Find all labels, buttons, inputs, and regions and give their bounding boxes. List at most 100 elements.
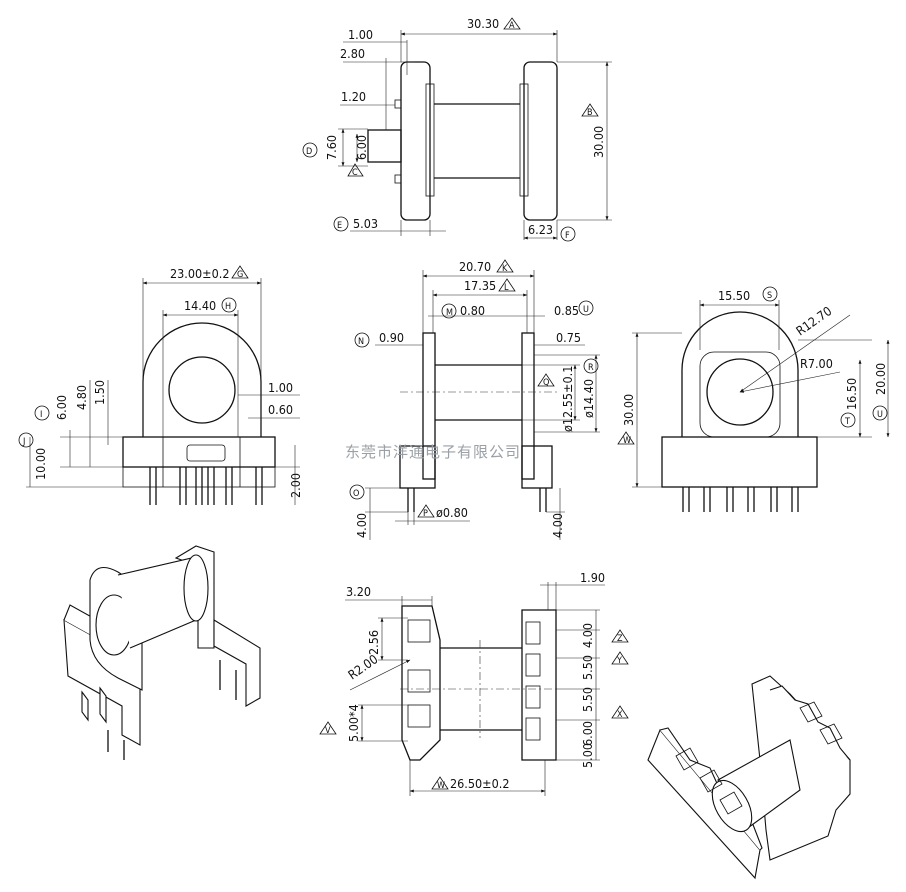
svg-text:B: B <box>587 108 593 118</box>
front-mark-g-icon <box>231 265 249 279</box>
svg-text:Z: Z <box>617 634 623 644</box>
top-dim-5-03: 5.03 <box>353 216 378 231</box>
side-mark-p-icon <box>417 504 435 518</box>
svg-text:J: J <box>22 437 25 447</box>
side-mark-u-icon <box>578 300 594 316</box>
svg-text:A: A <box>509 21 515 31</box>
top-dim-1-20: 1.20 <box>341 89 366 104</box>
top-dim-30-30: 30.30 <box>467 16 499 31</box>
bottom-left-flange <box>401 605 441 761</box>
side-dim-0-75: 0.75 <box>556 330 581 345</box>
svg-text:W: W <box>437 781 445 791</box>
right-core-hole <box>706 358 774 426</box>
top-view: 30.30 A 1.00 2.80 1.20 7.60 D 6.00 C 30.… <box>302 16 612 242</box>
right-dim-20-00: 20.00 <box>873 363 888 395</box>
bottom-dim-4-00: 4.00 <box>580 623 595 648</box>
right-mark-s-icon <box>762 286 778 302</box>
bottom-dim-1-90: 1.90 <box>580 570 605 585</box>
bottom-dim-26-50: 26.50±0.2 <box>450 776 510 791</box>
right-mark-w-icon <box>617 431 635 445</box>
front-dim-23-00: 23.00±0.2 <box>170 266 230 281</box>
svg-text:N: N <box>358 337 364 347</box>
front-dim-2-00: 2.00 <box>288 473 303 498</box>
top-dim-2-80: 2.80 <box>340 46 365 61</box>
svg-text:E: E <box>337 221 342 231</box>
svg-text:U: U <box>583 305 589 315</box>
svg-text:I: I <box>40 410 42 420</box>
right-dim-16-50: 16.50 <box>844 378 859 410</box>
svg-text:T: T <box>844 417 850 427</box>
side-left-base <box>399 445 436 489</box>
side-mark-k-icon <box>496 259 514 273</box>
svg-text:Q: Q <box>543 378 549 388</box>
side-mark-n-icon <box>354 332 370 348</box>
svg-text:P: P <box>423 509 428 519</box>
top-dim-6-23: 6.23 <box>528 222 553 237</box>
svg-text:M: M <box>446 308 453 318</box>
side-left-flange <box>422 332 436 480</box>
top-mark-d-icon <box>302 142 318 158</box>
svg-text:V: V <box>325 726 331 736</box>
svg-text:D: D <box>306 147 312 157</box>
side-dim-0-80: 0.80 <box>460 303 485 318</box>
front-dim-6-00: 6.00 <box>54 395 69 420</box>
iso-left-tube <box>117 556 197 649</box>
side-dim-20-70: 20.70 <box>459 259 491 274</box>
side-mark-q-icon <box>537 373 555 387</box>
side-dim-14-40: ø14.40 <box>581 379 596 418</box>
bottom-right-flange <box>521 609 557 761</box>
svg-text:W: W <box>623 436 631 446</box>
right-dim-30-00: 30.00 <box>621 394 636 426</box>
top-mark-e-icon <box>333 216 349 232</box>
right-dim-r7-00: R7.00 <box>800 356 833 371</box>
top-dim-30-00: 30.00 <box>591 126 606 158</box>
watermark-text: 东莞市洋通电子有限公司 <box>345 443 521 461</box>
right-base <box>661 436 818 488</box>
top-mark-f-icon <box>560 226 576 242</box>
bottom-dim-5-50-b: 5.50 <box>580 687 595 712</box>
front-dim-0-60: 0.60 <box>268 402 293 417</box>
front-flange-outline <box>142 322 262 437</box>
top-dim-1-00: 1.00 <box>348 27 373 42</box>
top-pin-block <box>367 129 402 163</box>
side-dim-4-00-left: 4.00 <box>354 513 369 538</box>
bottom-mark-y-icon <box>611 651 629 665</box>
right-mark-t-icon <box>840 412 856 428</box>
side-view: 20.70 K 17.35 L M 0.80 0.85 U N 0.90 0.7… <box>349 259 600 540</box>
svg-text:C: C <box>352 168 358 178</box>
side-mark-m-icon <box>441 303 457 319</box>
bottom-mark-x-icon <box>611 705 629 719</box>
side-mark-o-icon <box>349 484 365 500</box>
side-mark-r-icon <box>583 358 599 374</box>
top-mark-c-icon <box>347 163 364 177</box>
front-mark-h-icon <box>221 297 237 313</box>
svg-text:S: S <box>767 291 772 301</box>
top-mark-a-icon <box>503 17 521 30</box>
front-dim-14-40: 14.40 <box>184 298 216 313</box>
bottom-dim-5-50-a: 5.50 <box>580 655 595 680</box>
bottom-dim-5-00: 5.00 <box>580 743 595 768</box>
side-dim-0-85: 0.85 <box>554 303 579 318</box>
front-dim-10-00: 10.00 <box>33 448 48 480</box>
right-mark-u-icon <box>872 405 888 421</box>
svg-text:K: K <box>502 264 508 274</box>
top-mark-b-icon <box>581 103 599 117</box>
side-mark-l-icon <box>498 278 516 292</box>
front-dim-4-80: 4.80 <box>74 385 89 410</box>
side-dim-4-00-right: 4.00 <box>550 513 565 538</box>
right-flange-outline <box>681 311 799 437</box>
front-mark-i-icon <box>34 405 50 421</box>
front-dim-1-00: 1.00 <box>268 380 293 395</box>
right-dim-15-50: 15.50 <box>718 288 750 303</box>
bottom-mark-z-icon <box>611 629 629 643</box>
side-right-flange <box>521 332 535 480</box>
front-core-hole <box>168 356 236 424</box>
svg-text:U: U <box>877 410 883 420</box>
bottom-dim-3-20: 3.20 <box>346 584 371 599</box>
bottom-dim-r2-00: R2.00 <box>345 651 381 682</box>
top-dim-7-60: 7.60 <box>324 135 339 160</box>
svg-text:F: F <box>565 231 570 241</box>
side-dim-0-90: 0.90 <box>379 330 404 345</box>
svg-text:Y: Y <box>616 656 622 666</box>
